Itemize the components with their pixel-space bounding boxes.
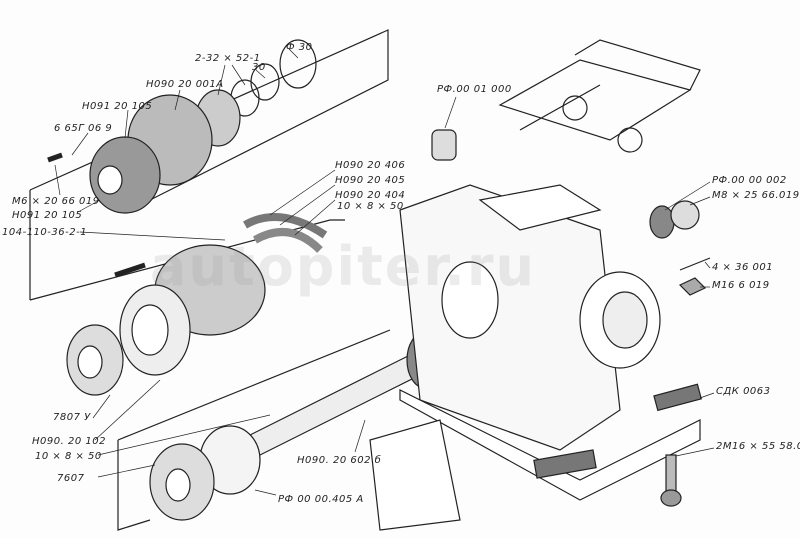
label-bolt-m8: М8 × 25 66.019 xyxy=(712,190,800,201)
label-key-top: 10 × 8 × 50 xyxy=(337,201,404,212)
label-bearing-7607: 7607 xyxy=(57,473,85,484)
lower-group-frame xyxy=(117,329,391,441)
label-rf-01000: РФ.00 01 000 xyxy=(437,84,512,95)
lock-washer xyxy=(279,39,317,89)
label-n091-105: Н091 20 105 xyxy=(12,210,83,221)
label-n091-105-top: Н091 20 105 xyxy=(82,101,153,112)
bolt-2m16-head xyxy=(660,489,682,507)
label-sdk: СДК 0063 xyxy=(716,386,771,397)
label-rf-405a: РФ 00 00.405 А xyxy=(278,494,364,505)
label-rf-00002: РФ.00 00 002 xyxy=(712,175,787,186)
breather-plug xyxy=(431,129,457,161)
frame-line xyxy=(117,440,151,531)
housing-bore xyxy=(131,304,169,356)
label-bolt-m6: М6 × 20 66 019 xyxy=(12,196,100,207)
label-shaft: Н090. 20 602 б xyxy=(297,455,382,466)
seal-ring xyxy=(649,205,675,239)
label-washer: 6 65Г 06 9 xyxy=(54,123,113,134)
friction-lining-2 xyxy=(253,228,323,253)
gearbox-cover xyxy=(478,184,602,231)
bolt-2m16 xyxy=(665,454,677,496)
label-key-bottom: 10 × 8 × 50 xyxy=(35,451,102,462)
leader-lines xyxy=(54,49,715,496)
label-nut-m16: М16 6 019 xyxy=(712,280,770,291)
castle-nut xyxy=(678,277,707,296)
label-bolt-2m16: 2М16 × 55 58.019 xyxy=(716,441,800,452)
bolt-m6 xyxy=(47,152,63,163)
label-ring104: 104-110-36-2-1 xyxy=(2,227,88,238)
support-beam xyxy=(369,419,461,531)
label-n090-406: Н090 20 406 xyxy=(335,160,406,171)
label-n090-001a: Н090 20 001А xyxy=(146,79,224,90)
base-plate xyxy=(399,389,701,501)
cover-bore xyxy=(97,165,123,195)
side-flange-hub xyxy=(602,291,648,349)
wheel xyxy=(562,95,588,121)
label-bearing-7807: 7807 У xyxy=(53,412,91,423)
rubber-pad xyxy=(653,383,703,412)
watermark: autopiter.ru xyxy=(150,235,536,298)
cotter-pin xyxy=(679,257,711,271)
label-n090-102: Н090. 20 102 xyxy=(32,436,106,447)
rubber-pad xyxy=(533,449,597,479)
bearing-7607-bore xyxy=(165,468,191,502)
plug-bolt xyxy=(670,200,700,230)
vehicle-frame-thumbnail xyxy=(498,39,701,141)
label-pin: 4 × 36 001 xyxy=(712,262,774,273)
label-n090-404: Н090 20 404 xyxy=(335,190,406,201)
wheel xyxy=(617,127,643,153)
middle-group-frame xyxy=(29,219,345,301)
gearbox-bore xyxy=(441,261,499,339)
label-phi30: Ф 30 xyxy=(286,42,313,53)
bearing-7807-bore xyxy=(77,345,103,379)
housing-bolt xyxy=(114,262,146,278)
label-nut30: 30 xyxy=(252,62,266,73)
label-ring: 2-32 × 52-1 xyxy=(195,53,261,64)
label-n090-405: Н090 20 405 xyxy=(335,175,406,186)
friction-lining-1 xyxy=(243,213,328,239)
